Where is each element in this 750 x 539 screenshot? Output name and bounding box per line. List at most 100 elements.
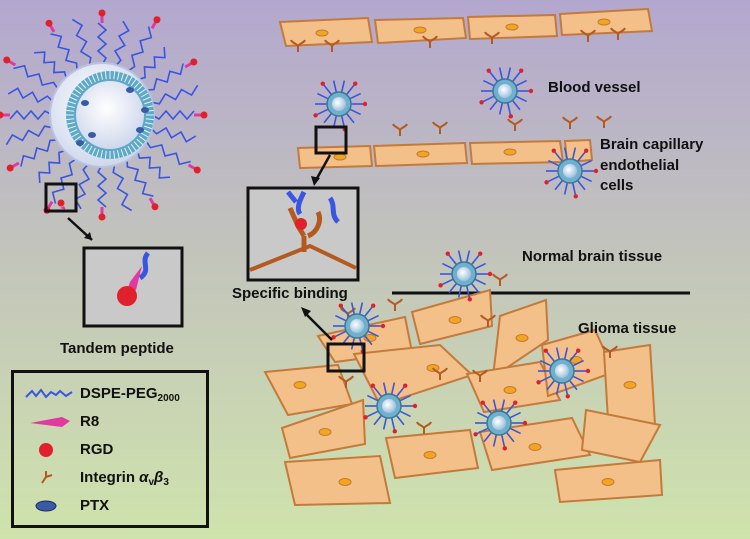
liposome-small — [536, 347, 591, 399]
nucleus — [318, 428, 332, 436]
legend-rgd: RGD — [80, 441, 114, 458]
lipid — [116, 150, 120, 159]
peg-chain — [96, 22, 108, 66]
integrin — [507, 118, 523, 131]
lipid — [144, 100, 153, 105]
peg-chain — [349, 92, 361, 100]
peg-chain — [568, 351, 578, 363]
peg-chain — [358, 302, 364, 315]
integrin — [596, 115, 612, 128]
peg-chain — [498, 102, 504, 115]
peg-chain — [136, 150, 170, 179]
liposome-small — [363, 382, 418, 434]
aqueous-core — [76, 81, 144, 149]
label-specific-binding: Specific binding — [232, 285, 348, 302]
lipid — [74, 88, 82, 95]
rgd — [486, 68, 491, 73]
peg-chain — [335, 314, 347, 322]
peg-chain — [317, 108, 329, 116]
peg-chain — [489, 99, 499, 111]
peg-chain — [470, 254, 480, 266]
lipid — [140, 92, 149, 98]
integrin-receptors — [290, 27, 626, 434]
legend-row-rgd: RGD — [14, 439, 206, 461]
rgd — [543, 348, 548, 353]
peg-chain — [477, 411, 489, 419]
lipid — [66, 109, 75, 112]
integrin — [484, 31, 500, 44]
rgd — [519, 68, 524, 73]
rgd — [478, 251, 483, 256]
peg-chain — [474, 278, 486, 286]
rgd — [576, 348, 581, 353]
legend-integrin: Integrin αvβ3 — [80, 469, 169, 488]
lipid — [130, 79, 137, 87]
rgd — [190, 58, 198, 66]
nucleus — [505, 23, 519, 31]
peg-chain — [509, 427, 521, 435]
rgd — [445, 251, 450, 256]
rgd-zoom — [117, 286, 137, 306]
peg-chain — [317, 92, 329, 100]
rgd — [363, 415, 368, 420]
peg-chain — [465, 250, 471, 263]
integrin — [416, 421, 432, 434]
peg-chain — [563, 182, 569, 195]
glioma-arrow — [305, 313, 333, 341]
peg-chain — [470, 282, 480, 294]
peg-chain — [399, 410, 411, 418]
glioma-cell — [283, 454, 392, 507]
peg-chain — [555, 347, 561, 360]
peg-chain — [363, 306, 373, 318]
peg-chain — [332, 80, 338, 93]
rgd — [544, 180, 549, 185]
nucleus — [338, 478, 352, 486]
rgd — [320, 81, 325, 86]
lipid — [74, 135, 82, 142]
peg-chain — [555, 382, 561, 395]
peg-chain — [548, 175, 560, 183]
lipid — [142, 96, 151, 101]
lipid — [124, 147, 129, 156]
peg-chain — [483, 431, 493, 443]
integrin — [472, 369, 488, 382]
peg-chain-zoom-3 — [327, 196, 340, 224]
liposome-small — [438, 250, 493, 302]
peg-chain — [540, 359, 552, 367]
rgd — [502, 446, 507, 451]
peg-chain — [367, 410, 379, 418]
peg-chain — [382, 382, 388, 395]
peg-chain — [500, 399, 506, 412]
peg-chain — [38, 149, 67, 183]
core — [492, 416, 506, 430]
core — [350, 319, 364, 333]
lipid — [138, 88, 146, 95]
peg-chain — [149, 126, 197, 143]
cell-membrane-zoom — [249, 243, 357, 272]
peg-chain — [511, 99, 521, 111]
rgd — [362, 101, 368, 107]
nucleus — [448, 316, 462, 324]
rgd — [479, 100, 484, 105]
peg-chain — [474, 262, 486, 270]
peg-chain — [489, 71, 499, 83]
rgd — [551, 148, 556, 153]
legend-row-ptx: PTX — [14, 495, 206, 517]
rgd — [151, 203, 159, 211]
ptx — [141, 107, 149, 113]
ptx-icon — [35, 500, 57, 512]
core — [382, 399, 396, 413]
integrin — [580, 29, 596, 42]
core — [457, 267, 471, 281]
peg-chain — [9, 109, 53, 121]
peg-chain — [345, 112, 355, 124]
peg-chain — [373, 414, 383, 426]
rgd — [473, 432, 478, 437]
lipid — [144, 125, 153, 130]
nucleus — [503, 148, 517, 156]
nucleus — [413, 26, 427, 34]
nucleus — [597, 18, 611, 26]
peg-chain — [509, 411, 521, 419]
lipid — [80, 81, 87, 89]
peg-chain — [568, 379, 578, 391]
